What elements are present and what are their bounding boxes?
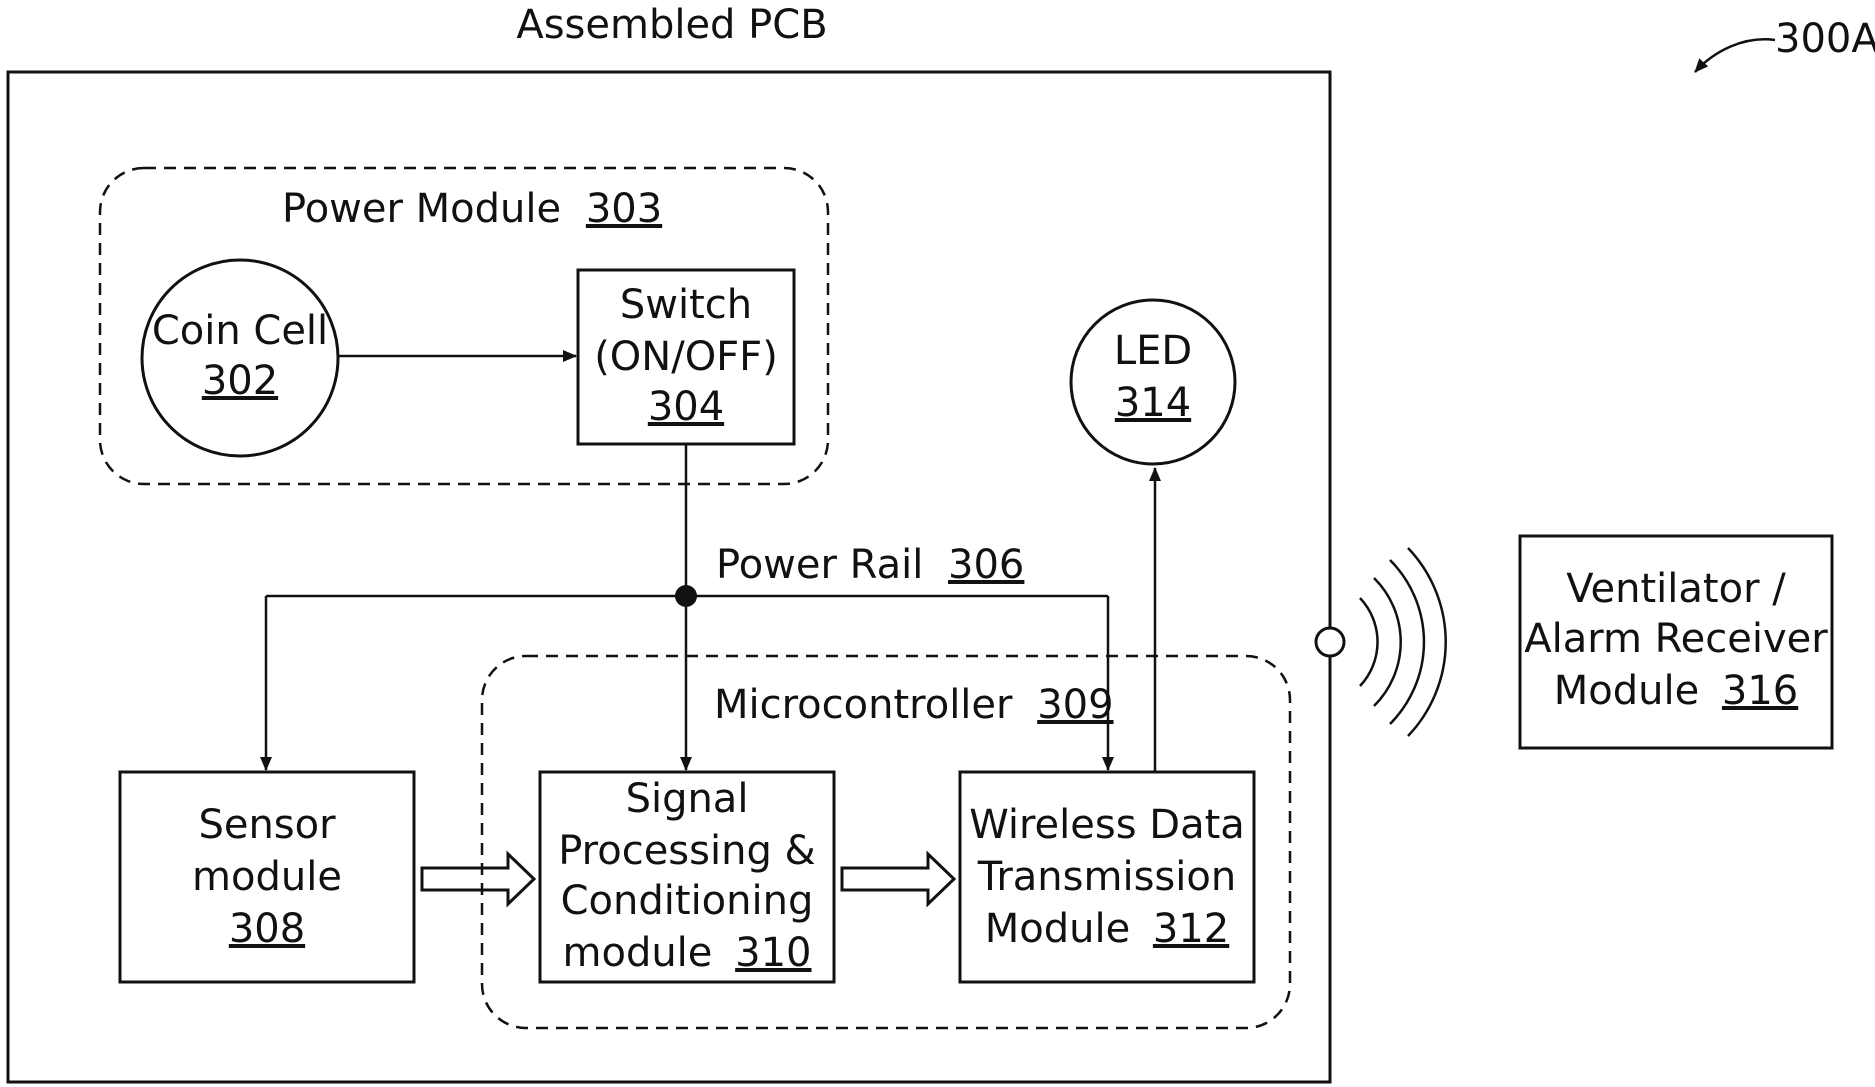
sensor-module-border (118, 770, 416, 984)
signal-module-ref: 310 (735, 930, 811, 976)
coin-cell: Coin Cell 302 (140, 258, 340, 458)
switch-box: Switch (ON/OFF) 304 (576, 268, 796, 446)
microcontroller-name: Microcontroller (714, 682, 1013, 728)
figure-ref-label: 300A (1775, 16, 1875, 62)
led: LED 314 (1069, 298, 1237, 466)
led-ref: 314 (1115, 380, 1191, 426)
signal-module-line3: Conditioning (561, 878, 814, 924)
figure-ref-arrow (1694, 38, 1776, 73)
assembled-pcb-title: Assembled PCB (516, 2, 827, 48)
switch-ref: 304 (648, 384, 724, 430)
assembled-pcb: Assembled PCB (6, 2, 1332, 1084)
receiver-module-line3: Module 316 (1554, 668, 1799, 714)
sensor-to-signal-data-arrow (420, 850, 537, 908)
signal-module: Signal Processing & Conditioning module … (538, 770, 836, 984)
signal-module-line2: Processing & (558, 828, 816, 874)
receiver-module: Ventilator / Alarm Receiver Module 316 (1518, 534, 1834, 750)
signal-module-line4: module 310 (563, 930, 812, 976)
wireless-module-line1: Wireless Data (969, 802, 1245, 848)
power-rail-label: Power Rail 306 (716, 542, 1024, 588)
microcontroller-label: Microcontroller 309 (714, 682, 1114, 728)
power-module: Power Module 303 (98, 166, 830, 486)
signal-module-line1: Signal (626, 776, 749, 822)
receiver-module-line3-text: Module (1554, 668, 1699, 714)
led-label: LED (1114, 328, 1192, 374)
assembled-pcb-border (6, 70, 1332, 1084)
power-rail: Power Rail 306 (260, 444, 1114, 771)
wireless-module-line3: Module 312 (985, 906, 1230, 952)
power-module-border (98, 166, 830, 486)
power-rail-name: Power Rail (716, 542, 923, 588)
signal-module-line4-text: module (563, 930, 713, 976)
signal-to-wireless-data-arrow (840, 850, 957, 908)
wireless-module-border (958, 770, 1256, 984)
power-module-label: Power Module 303 (282, 186, 662, 232)
wireless-module-ref: 312 (1153, 906, 1229, 952)
wireless-module: Wireless Data Transmission Module 312 (958, 770, 1256, 984)
figure-reference: 300A (1694, 16, 1875, 73)
switch-label-line2: (ON/OFF) (594, 334, 778, 380)
microcontroller: Microcontroller 309 (480, 654, 1292, 1030)
radio-wave-3 (1389, 559, 1426, 725)
radio-wave-1 (1359, 597, 1379, 687)
power-module-ref: 303 (586, 186, 662, 232)
switch-label-line1: Switch (620, 282, 752, 328)
coin-cell-ref: 302 (202, 358, 278, 404)
wireless-module-line2: Transmission (977, 854, 1236, 900)
antenna-icon (1314, 547, 1447, 737)
sensor-module-line2: module (192, 854, 342, 900)
antenna-port (1314, 626, 1346, 658)
receiver-module-line1: Ventilator / (1566, 566, 1786, 612)
sensor-module-line1: Sensor (198, 802, 336, 848)
radio-wave-4 (1407, 547, 1447, 737)
receiver-module-ref: 316 (1722, 668, 1798, 714)
microcontroller-ref: 309 (1037, 682, 1113, 728)
radio-wave-2 (1373, 577, 1402, 707)
receiver-module-border (1518, 534, 1834, 750)
microcontroller-border (480, 654, 1292, 1030)
receiver-module-line2: Alarm Receiver (1524, 616, 1828, 662)
coin-cell-circle (140, 258, 340, 458)
power-module-name: Power Module (282, 186, 561, 232)
coin-cell-label: Coin Cell (152, 308, 328, 354)
sensor-module-ref: 308 (229, 906, 305, 952)
wireless-module-line3-text: Module (985, 906, 1130, 952)
signal-module-border (538, 770, 836, 984)
power-rail-ref: 306 (948, 542, 1024, 588)
led-circle (1069, 298, 1237, 466)
sensor-module: Sensor module 308 (118, 770, 416, 984)
rail-junction-dot (675, 585, 697, 607)
